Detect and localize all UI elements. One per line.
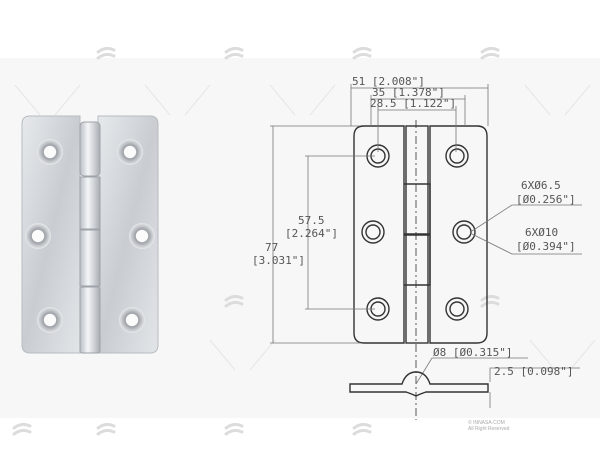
dimension-lines [270, 84, 582, 408]
width-mid-label: 35 [1.378"] [372, 86, 445, 99]
dimension-labels: 51 [2.008"] 35 [1.378"] 28.5 [1.122"] 57… [252, 75, 576, 378]
hinge-photo [21, 115, 159, 354]
copyright: © INNASA.COM All Right Reserved [468, 419, 510, 432]
drawing-side-view [349, 371, 489, 397]
watermark-crosses [14, 84, 596, 371]
hole-small-in-label: [Ø0.256"] [516, 193, 576, 206]
height-total-mm-label: 77 [265, 241, 278, 254]
hole-large-qty-label: 6XØ10 [525, 226, 558, 239]
thickness-label: 2.5 [0.098"] [494, 365, 573, 378]
pin-diameter-label: Ø8 [Ø0.315"] [433, 346, 512, 359]
width-holes-label: 28.5 [1.122"] [370, 97, 456, 110]
height-total-in-label: [3.031"] [252, 254, 305, 267]
top-band [0, 0, 600, 58]
drawing-holes [361, 144, 476, 321]
hole-small-qty-label: 6XØ6.5 [521, 179, 561, 192]
height-holes-mm-label: 57.5 [298, 214, 325, 227]
drawing-front-view [353, 120, 488, 420]
svg-text:All Right Reserved: All Right Reserved [468, 426, 510, 432]
width-total-label: 51 [2.008"] [352, 75, 425, 88]
svg-text:© INNASA.COM: © INNASA.COM [468, 419, 505, 426]
photo-holes [25, 139, 155, 333]
height-holes-in-label: [2.264"] [285, 227, 338, 240]
hole-large-in-label: [Ø0.394"] [516, 240, 576, 253]
